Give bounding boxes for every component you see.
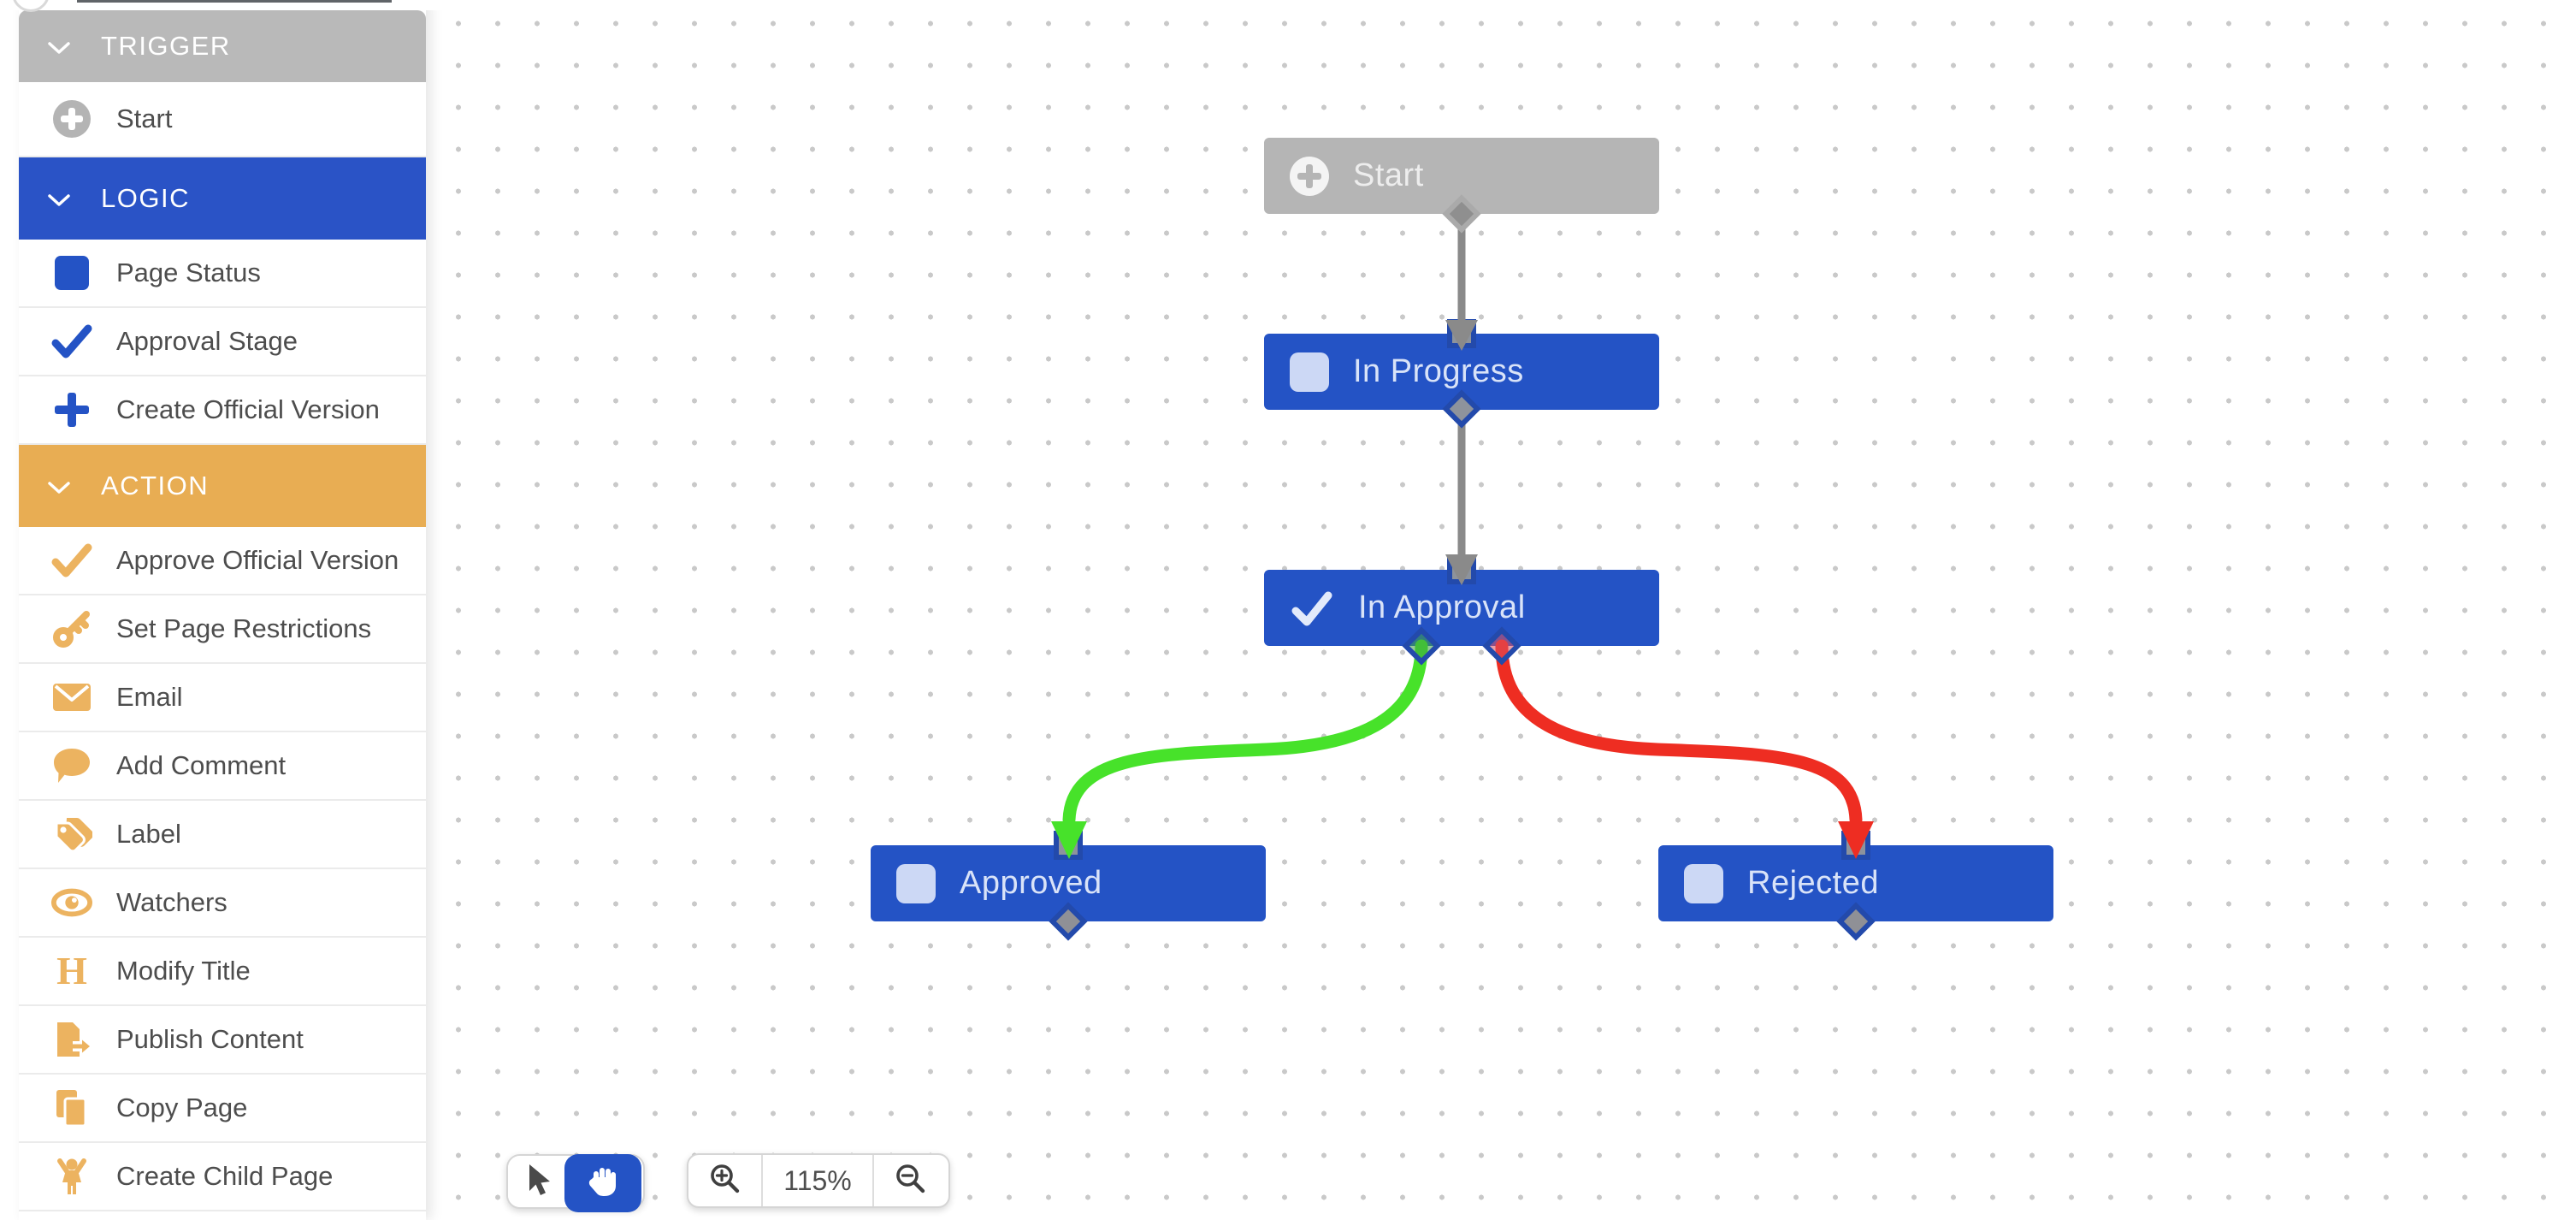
heading-icon: H bbox=[56, 949, 87, 992]
hand-icon bbox=[585, 1165, 621, 1202]
palette-item-label: Label bbox=[116, 819, 181, 849]
edge-in-approval-approved[interactable] bbox=[1051, 639, 1428, 859]
zoom-in-icon bbox=[709, 1163, 741, 1199]
node-label: Start bbox=[1353, 157, 1424, 193]
publish-icon bbox=[51, 1019, 92, 1060]
plus-icon bbox=[51, 389, 92, 430]
palette-item-label: Start bbox=[116, 104, 173, 133]
square-icon bbox=[1684, 863, 1723, 903]
child-icon bbox=[51, 1156, 92, 1197]
palette-item-watchers[interactable]: Watchers bbox=[19, 869, 426, 938]
palette-item-create-child-page[interactable]: Create Child Page bbox=[19, 1143, 426, 1211]
edge-start-in-progress[interactable] bbox=[1445, 216, 1478, 351]
palette-item-email[interactable]: Email bbox=[19, 664, 426, 732]
section-header-trigger[interactable]: TRIGGER bbox=[19, 10, 426, 82]
palette-item-approve-official-version[interactable]: Approve Official Version bbox=[19, 527, 426, 595]
palette-item-label: Create Child Page bbox=[116, 1161, 334, 1191]
plus-circle-icon bbox=[51, 98, 92, 139]
copy-icon bbox=[51, 1087, 92, 1128]
cursor-icon bbox=[523, 1163, 552, 1201]
palette-item-label[interactable]: Label bbox=[19, 801, 426, 869]
palette-item-modify-title[interactable]: H Modify Title bbox=[19, 938, 426, 1006]
node-label: In Approval bbox=[1358, 589, 1526, 625]
search-remnant-icon bbox=[12, 0, 50, 12]
node-label: Approved bbox=[960, 865, 1102, 901]
palette-item-label: Page Status bbox=[116, 258, 261, 287]
check-icon bbox=[51, 540, 92, 581]
palette-item-label: Create Official Version bbox=[116, 394, 380, 424]
square-icon bbox=[896, 863, 936, 903]
node-approved[interactable]: Approved bbox=[871, 845, 1266, 921]
palette-item-copy-page[interactable]: Copy Page bbox=[19, 1075, 426, 1143]
palette-item-label: Copy Page bbox=[116, 1093, 248, 1122]
palette-item-publish-content[interactable]: Publish Content bbox=[19, 1006, 426, 1075]
palette-item-start[interactable]: Start bbox=[19, 82, 426, 157]
pan-tool-button[interactable] bbox=[564, 1154, 641, 1212]
palette-item-label: Approval Stage bbox=[116, 326, 298, 356]
pointer-mode-toggle bbox=[506, 1154, 645, 1212]
edge-in-progress-in-approval[interactable] bbox=[1445, 411, 1478, 585]
sidebar-top-remnant bbox=[0, 0, 2576, 12]
section-label: TRIGGER bbox=[101, 31, 231, 61]
palette-item-set-page-restrictions[interactable]: Set Page Restrictions bbox=[19, 595, 426, 664]
plus-circle-icon bbox=[1290, 156, 1329, 196]
zoom-level-display[interactable]: 115% bbox=[763, 1155, 874, 1206]
zoom-out-button[interactable] bbox=[874, 1155, 947, 1206]
section-header-logic[interactable]: LOGIC bbox=[19, 157, 426, 240]
palette-item-label: Modify Title bbox=[116, 956, 251, 986]
comment-icon bbox=[51, 745, 92, 786]
node-in-progress[interactable]: In Progress bbox=[1264, 334, 1659, 410]
check-icon bbox=[51, 321, 92, 362]
section-header-action[interactable]: ACTION bbox=[19, 445, 426, 527]
key-icon bbox=[51, 608, 92, 649]
zoom-control: 115% bbox=[687, 1153, 950, 1208]
output-port[interactable] bbox=[1049, 194, 1876, 941]
eye-icon bbox=[51, 882, 92, 923]
palette-item-approval-stage[interactable]: Approval Stage bbox=[19, 308, 426, 376]
node-start[interactable]: Start bbox=[1264, 138, 1659, 214]
edge-in-approval-rejected[interactable] bbox=[1495, 639, 1874, 859]
tags-icon bbox=[51, 814, 92, 855]
section-label: ACTION bbox=[101, 471, 210, 500]
node-label: Rejected bbox=[1747, 865, 1879, 901]
square-icon bbox=[1290, 352, 1329, 392]
search-remnant-underline bbox=[77, 0, 392, 3]
zoom-out-icon bbox=[895, 1163, 927, 1199]
section-label: LOGIC bbox=[101, 183, 190, 213]
palette-item-label: Add Comment bbox=[116, 750, 287, 780]
chevron-down-icon bbox=[48, 31, 70, 62]
palette-item-label: Approve Official Version bbox=[116, 545, 399, 575]
check-icon bbox=[1290, 588, 1334, 629]
node-in-approval[interactable]: In Approval bbox=[1264, 570, 1659, 646]
zoom-in-button[interactable] bbox=[688, 1155, 763, 1206]
node-rejected[interactable]: Rejected bbox=[1658, 845, 2053, 921]
palette-item-label: Watchers bbox=[116, 887, 227, 917]
select-tool-button[interactable] bbox=[508, 1156, 566, 1207]
palette-item-label: Publish Content bbox=[116, 1024, 304, 1054]
palette-item-label: Email bbox=[116, 682, 183, 712]
envelope-icon bbox=[51, 677, 92, 718]
palette-item-label: Set Page Restrictions bbox=[116, 613, 372, 643]
chevron-down-icon bbox=[48, 471, 70, 501]
node-label: In Progress bbox=[1353, 353, 1524, 389]
square-icon bbox=[51, 252, 92, 293]
palette-item-create-official-version[interactable]: Create Official Version bbox=[19, 376, 426, 445]
chevron-down-icon bbox=[48, 183, 70, 214]
palette-item-page-status[interactable]: Page Status bbox=[19, 240, 426, 308]
palette-item-add-comment[interactable]: Add Comment bbox=[19, 732, 426, 801]
